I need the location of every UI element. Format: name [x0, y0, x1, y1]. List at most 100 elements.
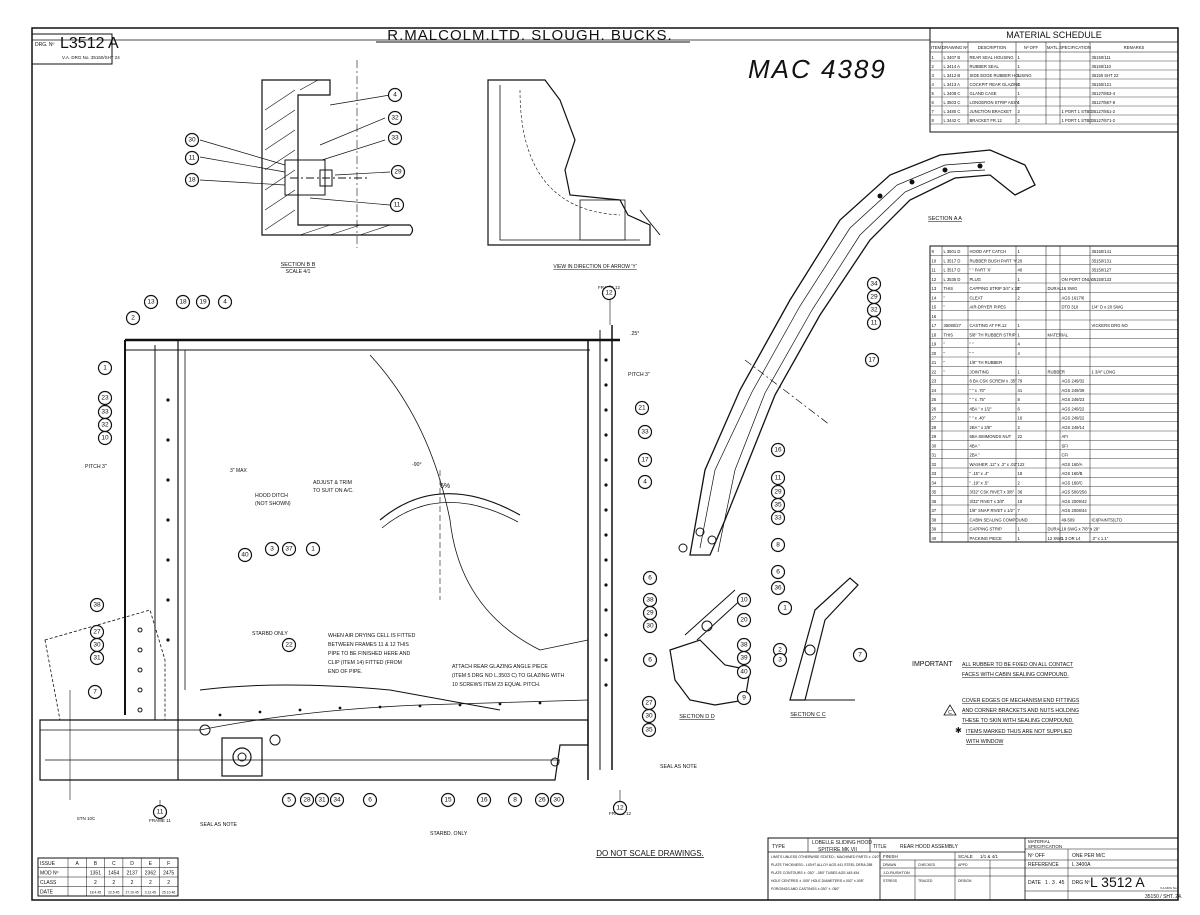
- sheet-ref-small: V.A.DRG No.: [1160, 886, 1178, 890]
- svg-text:33: 33: [101, 409, 109, 416]
- schedule-cell: L 3408 C: [944, 91, 961, 96]
- item-balloon-10: 10: [736, 592, 752, 608]
- type-value-2: SPITFIRE MK VII: [818, 847, 857, 853]
- svg-text:29: 29: [646, 610, 654, 617]
- svg-text:10: 10: [740, 597, 748, 604]
- item-balloon-11: 11: [152, 804, 168, 820]
- item-balloon-17: 17: [864, 352, 880, 368]
- schedule-cell: 1: [1018, 369, 1021, 374]
- item-balloon-1: 1: [97, 360, 113, 376]
- schedule-header-3: Nº OFF: [1024, 45, 1039, 50]
- schedule-cell: 1 PORT 1 STBD: [1062, 109, 1093, 114]
- item-balloon-3: 3: [772, 652, 788, 668]
- scale-value: 1/1 & 4/1: [980, 854, 999, 859]
- schedule-cell: 6BA SIMMONDS NUT: [970, 434, 1012, 439]
- svg-text:18: 18: [188, 177, 196, 184]
- svg-text:8: 8: [513, 797, 517, 804]
- item-balloon-12: 12: [612, 800, 628, 816]
- svg-text:4: 4: [223, 299, 227, 306]
- section-bb-label: SECTION B B: [281, 262, 316, 268]
- note-frame-11: FRAME 11: [149, 818, 171, 823]
- schedule-cell: 1/8" TH RUBBER: [970, 360, 1003, 365]
- svg-text:35: 35: [645, 727, 653, 734]
- svg-text:11: 11: [394, 202, 401, 209]
- issue-cell: C: [112, 861, 116, 867]
- svg-text:29: 29: [774, 489, 782, 496]
- item-balloon-37: 37: [281, 541, 297, 557]
- item-balloon-40: 40: [237, 547, 253, 563]
- svg-text:40: 40: [740, 669, 748, 676]
- no-off-label: Nº OFF: [1028, 853, 1045, 859]
- schedule-cell: GLAND CASE: [970, 91, 997, 96]
- schedule-cell: 30: [932, 443, 937, 448]
- note-pitch-left: PITCH 3": [85, 464, 107, 470]
- note-air-drying-5: END OF PIPE.: [328, 669, 362, 675]
- item-balloon-13: 13: [143, 294, 159, 310]
- item-balloon-31: 31: [314, 792, 330, 808]
- item-balloon-7: 7: [852, 647, 868, 663]
- schedule-cell: RUBBER: [1048, 369, 1065, 374]
- item-balloon-7: 7: [87, 684, 103, 700]
- schedule-cell: 2: [1018, 109, 1021, 114]
- issue-cell: A: [75, 861, 79, 867]
- schedule-cell: 35150/131: [1092, 258, 1112, 263]
- schedule-cell: 12: [932, 277, 937, 282]
- issue-row-label: MOD Nº: [40, 871, 59, 877]
- schedule-cell: 28: [932, 425, 937, 430]
- schedule-cell: DTD 310: [1062, 305, 1079, 310]
- item-balloon-3: 3: [264, 541, 280, 557]
- schedule-cell: CASTING AT FR.12: [970, 323, 1008, 328]
- item-balloon-29: 29: [770, 484, 786, 500]
- schedule-cell: L 3535 D: [944, 277, 961, 282]
- note-air-drying-4: CLIP (ITEM 14) FITTED (FROM: [328, 660, 402, 666]
- schedule-cell: ": [944, 295, 946, 300]
- schedule-cell: 21: [932, 360, 937, 365]
- schedule-cell: L 3413 A: [944, 82, 961, 87]
- schedule-cell: RUBBER SEAL: [970, 64, 1000, 69]
- svg-text:7: 7: [858, 652, 862, 659]
- note-dim-max: 3" MAX: [230, 468, 247, 474]
- svg-text:32: 32: [101, 422, 109, 429]
- schedule-cell: 6 BA CSK SCREW x .35": [970, 379, 1018, 384]
- schedule-cell: WASHER .12" x .3" x .02": [970, 462, 1018, 467]
- item-balloon-33: 33: [387, 130, 403, 146]
- schedule-cell: AGS 500/256: [1062, 490, 1088, 495]
- schedule-cell: 2BA ": [970, 453, 981, 458]
- traced-label: TRACED: [918, 879, 933, 883]
- schedule-cell: 16: [1018, 416, 1023, 421]
- schedule-cell: AGS 249/39: [1062, 388, 1085, 393]
- note-adjust-2: TO SUIT ON A/C.: [313, 488, 354, 494]
- note-hood-ditch-2: (NOT SHOWN): [255, 501, 291, 507]
- item-balloon-28: 28: [299, 792, 315, 808]
- svg-text:6: 6: [368, 797, 372, 804]
- svg-text:10: 10: [101, 435, 109, 442]
- main-elevation: [39, 285, 621, 815]
- schedule-cell: AGS 249/14: [1062, 425, 1085, 430]
- svg-text:27: 27: [93, 629, 101, 636]
- svg-text:33: 33: [774, 515, 782, 522]
- schedule-cell: LONGERON STRIP ASSY: [970, 100, 1020, 105]
- issue-cell: 2: [167, 880, 170, 886]
- svg-text:C: C: [948, 710, 952, 716]
- item-balloon-38: 38: [89, 597, 105, 613]
- note-attach-3: 10 SCREWS ITEM 23 EQUAL PITCH.: [452, 682, 540, 688]
- item-balloon-30: 30: [184, 132, 200, 148]
- section-cc-label: SECTION C C: [790, 712, 825, 718]
- schedule-cell: 22: [1018, 434, 1023, 439]
- note-adjust-1: ADJUST & TRIM: [313, 480, 352, 486]
- drg-no-label: DRG. Nº: [35, 42, 55, 48]
- schedule-cell: 5: [932, 91, 935, 96]
- tolerance-1: LIMITS UNLESS OTHERWISE STATED:- MACHINE…: [771, 855, 880, 859]
- note-angle-1: .25°: [630, 331, 639, 337]
- item-balloon-1: 1: [305, 541, 321, 557]
- item-balloon-29: 29: [866, 289, 882, 305]
- svg-text:34: 34: [333, 797, 341, 804]
- schedule-cell: 10: [932, 258, 937, 263]
- issue-cell: 18.4.45: [90, 891, 101, 895]
- drawing-number-block: DRG. Nº L3512 A V.A. DRG No. 35150/SHT 2…: [31, 33, 120, 65]
- schedule-cell: 4: [1018, 351, 1021, 356]
- schedule-cell: 1/4" D x 20 SWG: [1092, 305, 1124, 310]
- svg-text:33: 33: [391, 135, 399, 142]
- schedule-cell: 25: [932, 397, 937, 402]
